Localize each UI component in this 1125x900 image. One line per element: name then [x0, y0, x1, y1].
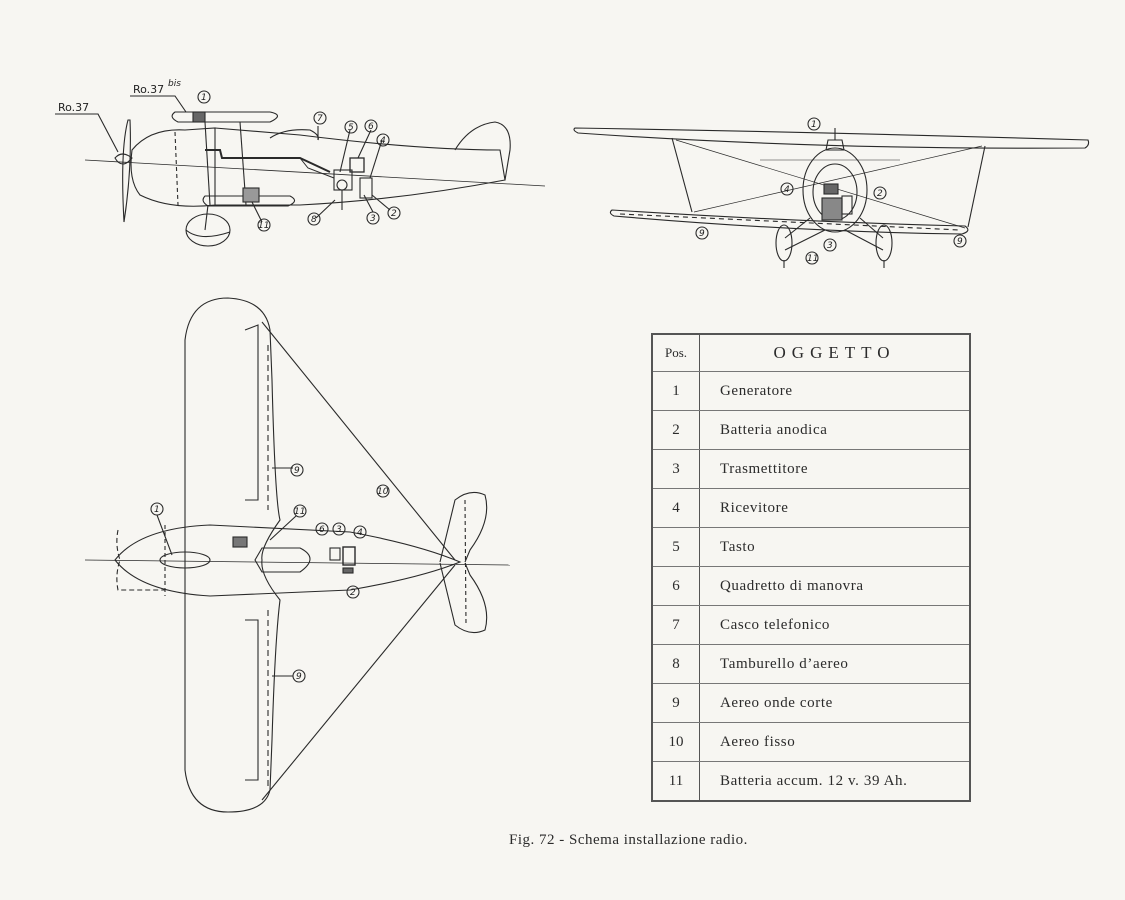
label-ro37bis-sup: bis: [168, 79, 181, 89]
row-object: Tasto: [699, 527, 970, 567]
callout-front-3: 3: [827, 241, 833, 251]
callout-front-2: 2: [877, 189, 883, 199]
callout-side-11: 11: [258, 221, 269, 231]
callout-top-6: 6: [319, 525, 325, 535]
table-header-row: Pos. OGGETTO: [652, 333, 970, 372]
row-pos: 7: [652, 605, 700, 645]
callout-side-7: 7: [317, 114, 323, 124]
row-pos: 8: [652, 644, 700, 684]
callout-side-5: 5: [348, 123, 354, 133]
callout-front-9b: 9: [957, 237, 963, 247]
callout-top-4: 4: [357, 528, 363, 538]
side-view: 1 7 5 6 4 8 3 2 11 Ro.37 Ro.37 bis: [55, 79, 546, 247]
figure-caption: Fig. 72 - Schema installazione radio.: [509, 832, 748, 848]
row-object: Batteria accum. 12 v. 39 Ah.: [699, 761, 970, 802]
callout-top-3: 3: [336, 525, 342, 535]
row-object: Ricevitore: [699, 488, 970, 528]
row-object: Batteria anodica: [699, 410, 970, 450]
callout-front-4: 4: [784, 185, 790, 195]
callout-side-2: 2: [391, 209, 397, 219]
label-ro37bis: Ro.37: [133, 83, 164, 96]
callout-front-9a: 9: [699, 229, 705, 239]
label-ro37: Ro.37: [58, 101, 89, 114]
row-pos: 4: [652, 488, 700, 528]
row-object: Trasmettitore: [699, 449, 970, 489]
row-pos: 9: [652, 683, 700, 723]
callout-top-9a: 9: [294, 466, 300, 476]
callout-side-6: 6: [368, 122, 374, 132]
row-object: Aereo fisso: [699, 722, 970, 762]
callout-top-10: 10: [377, 487, 389, 497]
row-pos: 5: [652, 527, 700, 567]
row-object: Aereo onde corte: [699, 683, 970, 723]
front-view: 1 4 2 9 3 11 9: [573, 117, 1090, 268]
callout-side-8: 8: [311, 215, 317, 225]
callout-top-9b: 9: [296, 672, 302, 682]
row-pos: 6: [652, 566, 700, 606]
callout-top-2: 2: [350, 588, 356, 598]
callout-side-4: 4: [380, 136, 386, 146]
row-pos: 2: [652, 410, 700, 450]
row-object: Tamburello d’aereo: [699, 644, 970, 684]
row-pos: 3: [652, 449, 700, 489]
row-object: Casco telefonico: [699, 605, 970, 645]
row-pos: 10: [652, 722, 700, 762]
callout-top-11: 11: [294, 507, 305, 517]
top-view: 1 9 11 10 6 3 4 2 9: [84, 297, 511, 813]
header-pos: Pos.: [652, 333, 700, 372]
row-pos: 11: [652, 761, 700, 802]
callout-front-11: 11: [807, 254, 818, 264]
row-object: Quadretto di manovra: [699, 566, 970, 606]
callout-side-3: 3: [370, 214, 376, 224]
row-object: Generatore: [699, 371, 970, 411]
row-pos: 1: [652, 371, 700, 411]
callout-top-1: 1: [154, 505, 160, 515]
callout-side-1: 1: [201, 93, 207, 103]
callout-front-1: 1: [811, 120, 817, 130]
header-oggetto: OGGETTO: [699, 333, 970, 372]
